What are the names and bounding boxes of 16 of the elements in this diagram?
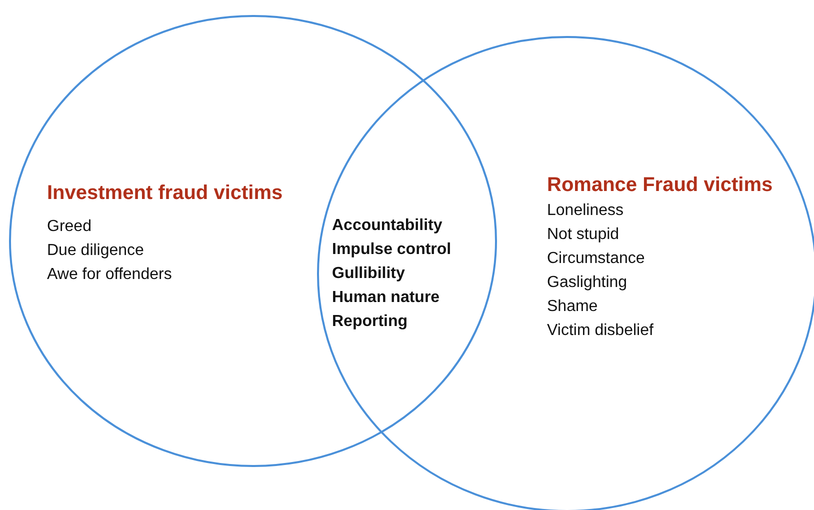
set-item: Circumstance (547, 249, 645, 269)
set-item: Greed (47, 217, 92, 237)
set-item: Due diligence (47, 241, 144, 261)
shared-item: Human nature (332, 288, 440, 308)
set-heading: Romance Fraud victims (547, 173, 773, 197)
set-heading: Investment fraud victims (47, 181, 283, 205)
shared-item: Reporting (332, 312, 408, 332)
shared-item: Gullibility (332, 264, 405, 284)
set-item: Not stupid (547, 225, 620, 245)
set-item: Gaslighting (547, 273, 628, 293)
set-item: Victim disbelief (547, 321, 654, 341)
set-item: Awe for offenders (47, 265, 172, 285)
shared-item: Impulse control (332, 240, 452, 260)
set-item: Shame (547, 297, 598, 317)
shared-item: Accountability (332, 216, 442, 236)
set-item: Loneliness (547, 201, 624, 221)
